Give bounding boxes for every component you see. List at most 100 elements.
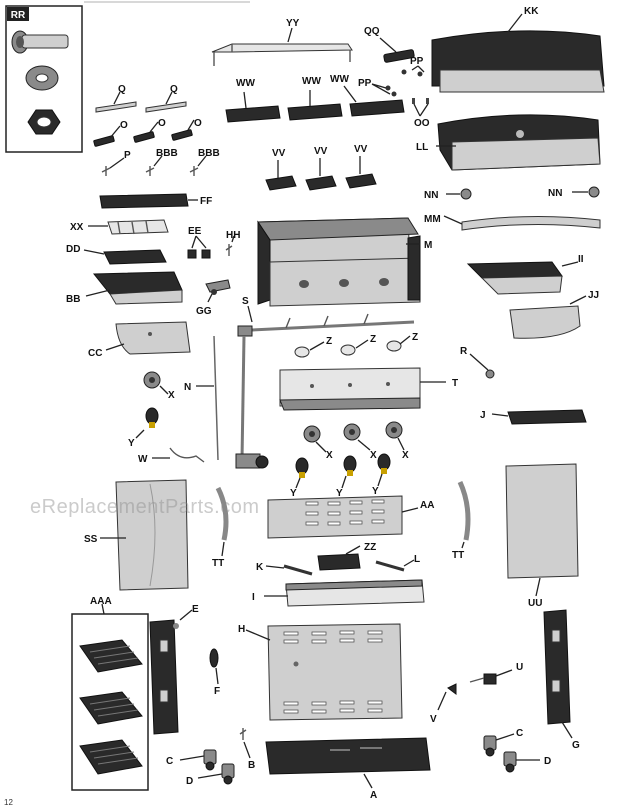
label-t: T	[452, 378, 458, 389]
label-yy: YY	[286, 18, 300, 29]
label-o-2: O	[158, 118, 166, 129]
label-c-left: C	[166, 756, 173, 767]
label-cc: CC	[88, 348, 102, 359]
label-x-1: X	[326, 450, 333, 461]
part-f-wheel	[209, 648, 219, 668]
part-w-wire	[169, 447, 205, 463]
label-pp-top: PP	[410, 56, 424, 67]
label-l: L	[414, 554, 420, 565]
part-c-caster-left	[203, 749, 217, 771]
label-ee: EE	[188, 226, 202, 237]
label-o-1: O	[120, 120, 128, 131]
label-d-right: D	[544, 756, 551, 767]
label-vv-1: VV	[272, 148, 286, 159]
label-z-1: Z	[326, 336, 332, 347]
label-aaa: AAA	[90, 596, 112, 607]
part-c-caster-right	[483, 735, 497, 757]
part-k-rail	[283, 564, 313, 576]
label-ww-1: WW	[236, 78, 255, 89]
part-hh	[225, 244, 233, 256]
label-y-left: Y	[128, 438, 135, 449]
label-j: J	[480, 410, 486, 421]
inset-box-rr: RR	[5, 5, 83, 153]
label-gg: GG	[196, 306, 212, 317]
label-dd: DD	[66, 244, 80, 255]
part-n-rod	[213, 335, 219, 461]
part-b-screw	[239, 728, 247, 740]
part-x-knobs-row	[303, 421, 403, 443]
label-s: S	[242, 296, 249, 307]
label-hh: HH	[226, 230, 240, 241]
part-ii-side-shelf	[466, 261, 563, 295]
label-nn-left: NN	[424, 190, 438, 201]
label-c-right: C	[516, 728, 523, 739]
part-l-rail	[375, 560, 405, 572]
part-y-igniters-row	[295, 453, 391, 478]
label-vv-3: VV	[354, 144, 368, 155]
part-o-electrodes	[93, 129, 193, 147]
part-ll-hood-liner	[437, 114, 601, 171]
part-a-bottom-shelf	[265, 737, 431, 775]
label-jj: JJ	[588, 290, 599, 301]
part-ss-door-left	[115, 479, 189, 591]
label-f: F	[214, 686, 220, 697]
label-ff: FF	[200, 196, 212, 207]
part-h-cabinet-back	[267, 623, 403, 721]
part-d-caster-left	[221, 763, 235, 785]
part-i-crossbar	[285, 579, 425, 607]
part-p	[101, 166, 111, 176]
part-r	[485, 369, 495, 379]
part-qq	[383, 49, 415, 63]
part-aaa-grate-3	[79, 739, 143, 775]
part-oo-clips	[412, 98, 429, 104]
part-ff-shelf-plate	[99, 193, 189, 209]
label-q-left: Q	[118, 84, 126, 95]
part-jj-side-burner-cover	[509, 305, 581, 339]
part-tt-door-handles	[215, 480, 471, 541]
label-rr: RR	[11, 10, 26, 21]
label-i: I	[252, 592, 255, 603]
page-number: 12	[4, 798, 13, 807]
label-u: U	[516, 662, 523, 673]
part-bb-side-burner-housing	[92, 271, 183, 305]
part-d-caster-right	[503, 751, 517, 773]
part-vv-heat-tents	[265, 173, 377, 191]
label-z-2: Z	[370, 334, 376, 345]
part-g-side-panel-right	[543, 609, 571, 725]
label-q-right: Q	[170, 84, 178, 95]
label-kk: KK	[524, 6, 539, 17]
label-qq: QQ	[364, 26, 380, 37]
label-e: E	[192, 604, 199, 615]
label-b: B	[248, 760, 255, 771]
label-y-3: Y	[372, 486, 379, 497]
label-d-left: D	[186, 776, 193, 787]
label-oo: OO	[414, 118, 430, 129]
label-ll: LL	[416, 142, 428, 153]
label-m: M	[424, 240, 432, 251]
label-nn-right: NN	[548, 188, 562, 199]
part-s-gas-manifold	[235, 313, 415, 469]
part-nn-handle-ends	[460, 186, 600, 200]
label-xx: XX	[70, 222, 84, 233]
part-gg-valve	[205, 279, 231, 295]
label-aa: AA	[420, 500, 434, 511]
part-rr-nut	[27, 109, 61, 135]
label-n: N	[184, 382, 191, 393]
part-yy-warming-rack	[211, 43, 353, 66]
label-w: W	[138, 454, 148, 465]
part-cc-side-shelf-bottom	[115, 321, 191, 355]
part-t-control-panel	[279, 367, 421, 411]
part-q-flavor-bars	[95, 101, 187, 113]
label-mm: MM	[424, 214, 441, 225]
part-x-knob-left	[143, 371, 161, 389]
part-j-grate	[507, 409, 587, 425]
label-g: G	[572, 740, 580, 751]
label-k: K	[256, 562, 264, 573]
label-pp-left: PP	[358, 78, 372, 89]
part-rr-bolt	[11, 30, 69, 54]
label-x-3: X	[402, 450, 409, 461]
part-bbb-screws	[145, 166, 199, 176]
label-z-3: Z	[412, 332, 418, 343]
